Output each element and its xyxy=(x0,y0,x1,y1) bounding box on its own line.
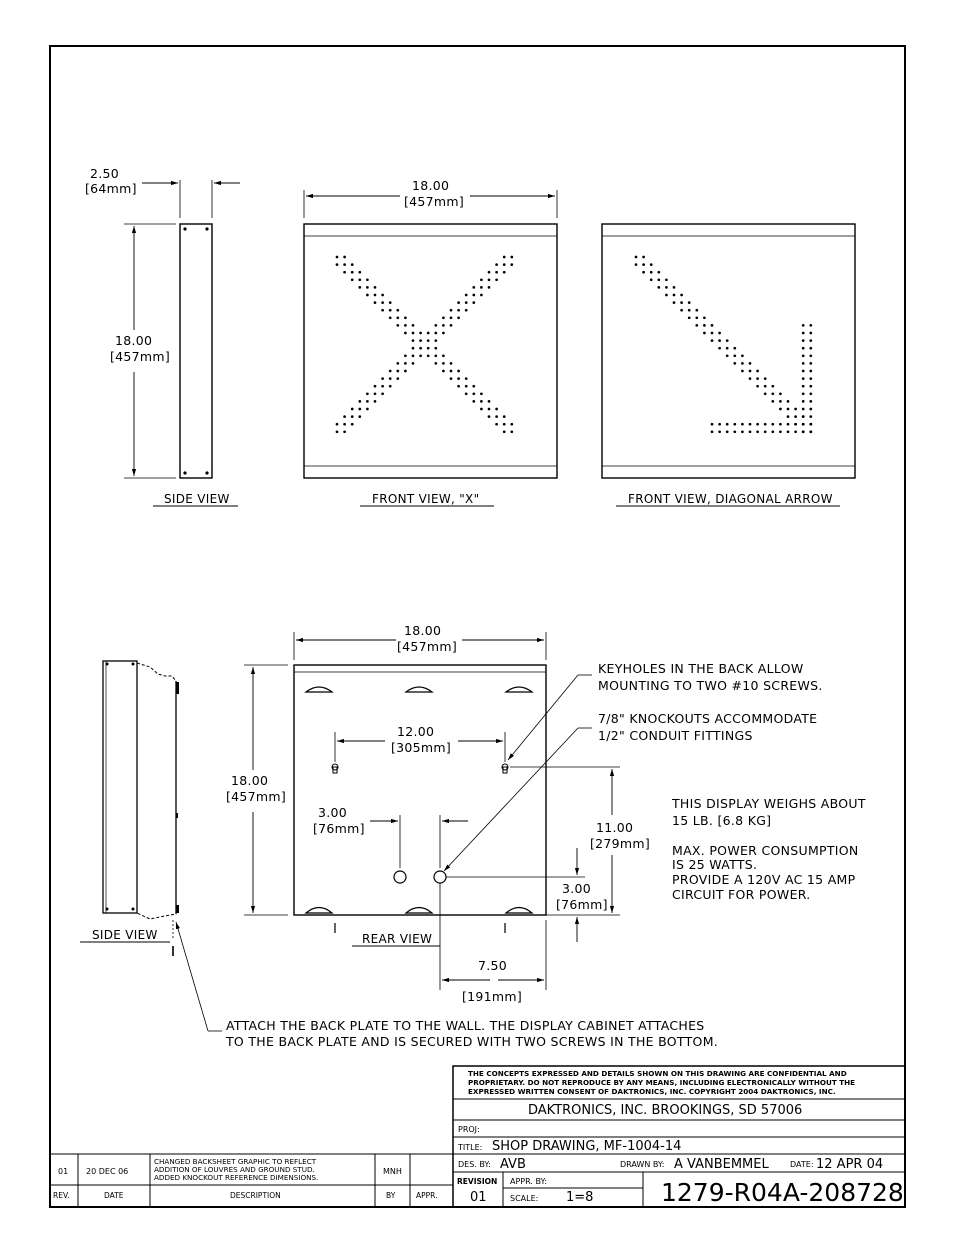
rear-view: 18.00 [457mm] 18.00 [457mm] 12.00 [305mm… xyxy=(226,623,650,1004)
note-weight-1: THIS DISPLAY WEIGHS ABOUT xyxy=(671,796,866,811)
x-led-pattern xyxy=(335,255,514,434)
title-block: THE CONCEPTS EXPRESSED AND DETAILS SHOWN… xyxy=(452,1065,906,1208)
side-view-bottom: SIDE VIEW xyxy=(80,660,222,1032)
proj-label: PROJ: xyxy=(458,1125,480,1134)
bottom-dim-mm: [76mm] xyxy=(556,897,608,912)
note-power-1: MAX. POWER CONSUMPTION xyxy=(672,843,859,858)
date-value: 12 APR 04 xyxy=(816,1157,883,1172)
note-power-3: PROVIDE A 120V AC 15 AMP xyxy=(672,872,856,887)
offset-dim-mm: [191mm] xyxy=(462,989,522,1004)
vertical-dim: 11.00 xyxy=(596,820,633,835)
rear-view-label: REAR VIEW xyxy=(362,932,432,946)
side-height-dim: 18.00 xyxy=(115,333,152,348)
date-header: DATE xyxy=(104,1191,124,1200)
side-view-top: 2.50 [64mm] 18.00 [457mm] SIDE VIEW xyxy=(85,166,240,507)
revision-value: 01 xyxy=(470,1190,487,1205)
scale-label: SCALE: xyxy=(510,1194,538,1203)
knockout-dim: 3.00 xyxy=(318,805,347,820)
front-view-x-label: FRONT VIEW, "X" xyxy=(372,492,479,506)
keyhole-dim-mm: [305mm] xyxy=(391,740,451,755)
date-label: DATE: xyxy=(790,1160,814,1169)
side-width-dim-mm: [64mm] xyxy=(85,181,137,196)
des-by-label: DES. BY: xyxy=(458,1160,491,1169)
arrow-led-pattern xyxy=(634,255,813,434)
by-header: BY xyxy=(386,1191,396,1200)
rev-by-cell: MNH xyxy=(383,1167,402,1176)
confidential-line-3: EXPRESSED WRITTEN CONSENT OF DAKTRONICS,… xyxy=(468,1087,836,1096)
side-width-dim: 2.50 xyxy=(90,166,119,181)
rear-width-dim: 18.00 xyxy=(404,623,441,638)
front-width-dim: 18.00 xyxy=(412,178,449,193)
rev-description-1: CHANGED BACKSHEET GRAPHIC TO REFLECT xyxy=(154,1157,317,1166)
note-knockouts-2: 1/2" CONDUIT FITTINGS xyxy=(598,728,753,743)
note-power-4: CIRCUIT FOR POWER. xyxy=(672,887,811,902)
company-name: DAKTRONICS, INC. BROOKINGS, SD 57006 xyxy=(528,1103,802,1118)
side-height-dim-mm: [457mm] xyxy=(110,349,170,364)
offset-dim: 7.50 xyxy=(478,958,507,973)
des-by-value: AVB xyxy=(500,1157,526,1172)
drawn-by-value: A VANBEMMEL xyxy=(674,1157,769,1172)
rev-description-2: ADDITION OF LOUVRES AND GROUND STUD. xyxy=(154,1165,315,1174)
front-view-arrow-label: FRONT VIEW, DIAGONAL ARROW xyxy=(628,492,833,506)
note-power-2: IS 25 WATTS. xyxy=(672,857,757,872)
note-keyholes-2: MOUNTING TO TWO #10 SCREWS. xyxy=(598,678,823,693)
note-keyholes-1: KEYHOLES IN THE BACK ALLOW xyxy=(598,661,804,676)
notes: KEYHOLES IN THE BACK ALLOW MOUNTING TO T… xyxy=(225,661,866,1049)
side-view-label: SIDE VIEW xyxy=(164,492,230,506)
drawing-title: SHOP DRAWING, MF-1004-14 xyxy=(492,1139,681,1154)
knockout-dim-mm: [76mm] xyxy=(313,821,365,836)
front-view-arrow: FRONT VIEW, DIAGONAL ARROW xyxy=(601,223,856,507)
title-label: TITLE: xyxy=(457,1143,482,1152)
confidential-line-1: THE CONCEPTS EXPRESSED AND DETAILS SHOWN… xyxy=(468,1069,847,1078)
revision-table: 01 20 DEC 06 CHANGED BACKSHEET GRAPHIC T… xyxy=(49,1153,454,1208)
note-knockouts-1: 7/8" KNOCKOUTS ACCOMMODATE xyxy=(598,711,817,726)
description-header: DESCRIPTION xyxy=(230,1191,281,1200)
rev-date-cell: 20 DEC 06 xyxy=(86,1167,128,1176)
drawing-number: 1279-R04A-208728 xyxy=(661,1178,904,1207)
front-width-dim-mm: [457mm] xyxy=(404,194,464,209)
drawn-by-label: DRAWN BY: xyxy=(620,1160,664,1169)
front-view-x: 18.00 [457mm] FRONT VIEW, "X" xyxy=(303,178,558,507)
rear-width-dim-mm: [457mm] xyxy=(397,639,457,654)
vertical-dim-mm: [279mm] xyxy=(590,836,650,851)
confidential-line-2: PROPRIETARY. DO NOT REPRODUCE BY ANY MEA… xyxy=(468,1078,855,1087)
appr-header: APPR. xyxy=(416,1191,438,1200)
rear-height-dim: 18.00 xyxy=(231,773,268,788)
note-weight-2: 15 LB. [6.8 KG] xyxy=(672,813,771,828)
note-attach-2: TO THE BACK PLATE AND IS SECURED WITH TW… xyxy=(225,1034,718,1049)
note-attach-1: ATTACH THE BACK PLATE TO THE WALL. THE D… xyxy=(226,1018,705,1033)
keyhole-dim: 12.00 xyxy=(397,724,434,739)
bottom-dim: 3.00 xyxy=(562,881,591,896)
scale-value: 1=8 xyxy=(566,1190,593,1205)
rear-height-dim-mm: [457mm] xyxy=(226,789,286,804)
side-view-bottom-label: SIDE VIEW xyxy=(92,928,158,942)
rev-description-3: ADDED KNOCKOUT REFERENCE DIMENSIONS. xyxy=(154,1173,318,1182)
revision-label: REVISION xyxy=(457,1177,497,1186)
rev-header: REV. xyxy=(53,1191,70,1200)
rev-cell: 01 xyxy=(58,1167,68,1176)
appr-by-label: APPR. BY: xyxy=(510,1177,547,1186)
